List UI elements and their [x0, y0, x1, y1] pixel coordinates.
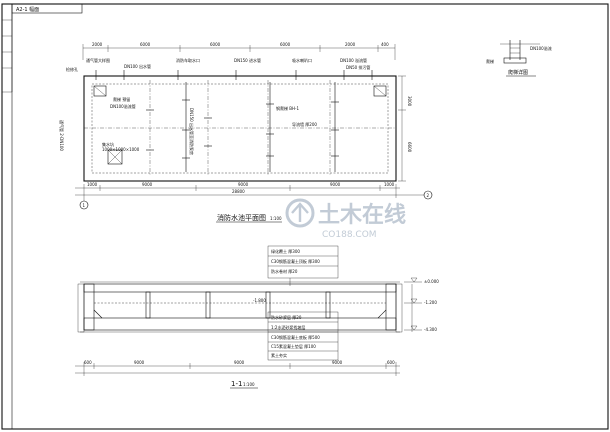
sheet-border: [1, 3, 609, 430]
left-title-strip: [1, 3, 13, 93]
section-scale: 1:100: [243, 382, 255, 387]
plan-callout: 吸水喇叭口: [292, 57, 312, 63]
plan-top-dim: 400: [381, 42, 389, 47]
pipe-risers: [146, 82, 339, 172]
sump-pit: [107, 149, 123, 165]
section-right-wall: [385, 283, 397, 331]
plan-right-dim: 6600: [407, 142, 412, 153]
svg-text:1: 1: [83, 203, 86, 208]
plan-callout: 1000×1000×1000: [102, 147, 140, 152]
plan-callout: 通气管大样图: [86, 57, 110, 63]
section-top-slab: [83, 283, 397, 293]
title-tag-box: [11, 3, 83, 14]
plan-top-dim: 2000: [345, 42, 356, 47]
detail-left-label: 爬梯: [486, 58, 494, 64]
section-level-bottom: -4.300: [424, 327, 437, 332]
svg-text:C30钢筋混凝土顶板 厚300: C30钢筋混凝土顶板 厚300: [271, 258, 320, 264]
svg-text:绿化覆土 厚300: 绿化覆土 厚300: [271, 248, 300, 254]
plan-scale: 1:100: [270, 216, 282, 221]
section-top-notes: [267, 245, 339, 279]
section-bottom-dim: 9000: [234, 360, 245, 365]
plan-callout: DN100 溢流管: [340, 57, 367, 63]
manhole-right: [373, 85, 387, 97]
plan-callout: 检修孔: [66, 66, 78, 72]
svg-text:1:2水泥砂浆找坡层: 1:2水泥砂浆找坡层: [271, 324, 305, 330]
section-bottom-dim: 9000: [134, 360, 145, 365]
plan-callout: 消防车取水口: [176, 57, 200, 63]
plan-top-dim: 2000: [92, 42, 103, 47]
pool-section: 绿化覆土 厚300 C30钢筋混凝土顶板 厚300 防水卷材 厚20 -1.80…: [75, 245, 439, 389]
plan-total-dim: 28800: [232, 189, 245, 194]
plan-title: 消防水池平面图: [217, 213, 266, 222]
section-bottom-dim: 600: [387, 360, 395, 365]
plan-callout: DN100溢流管: [110, 103, 136, 109]
manhole-left: [93, 85, 107, 97]
plan-callout: 导流墙 厚200: [292, 121, 317, 127]
section-level-water: -1.200: [424, 300, 437, 305]
svg-text:C15素混凝土垫层 厚100: C15素混凝土垫层 厚100: [271, 343, 316, 349]
svg-text:C30钢筋混凝土底板 厚500: C30钢筋混凝土底板 厚500: [271, 334, 320, 340]
plan-bottom-dim: 1000: [87, 182, 98, 187]
plan-callout: DN100 出水管: [124, 63, 151, 69]
section-guide-wall: [205, 291, 211, 319]
section-title: 1-1: [231, 380, 242, 388]
section-bottom-dim: 9000: [332, 360, 343, 365]
plan-top-dim: 6000: [280, 42, 291, 47]
section-bottom-slab: [83, 317, 397, 331]
plan-top-dim: 6000: [140, 42, 151, 47]
plan-bottom-dim: 9000: [142, 182, 153, 187]
pool-inner-wall: [91, 83, 389, 174]
svg-text:素土夯实: 素土夯实: [271, 352, 287, 358]
plan-callout: DN150 出水管至消防泵房: [189, 108, 195, 155]
section-guide-wall: [325, 291, 331, 319]
section-bottom-notes: [267, 311, 339, 361]
svg-text:防水卷材 厚20: 防水卷材 厚20: [271, 268, 298, 274]
plan-callout: 集水坑: [102, 141, 114, 147]
detail-dim-note: DN100溢流: [530, 45, 552, 51]
plan-callout: 钢爬梯 BH-1: [276, 105, 299, 111]
title-tag: A2-1 幅面: [16, 6, 39, 13]
plan-callout: 通气管 2-DN100: [59, 120, 65, 151]
watermark-en: CO188.COM: [322, 230, 377, 240]
section-bottom-dim: 600: [84, 360, 92, 365]
section-left-wall: [83, 283, 95, 331]
detail-title: 爬梯详图: [508, 69, 528, 76]
svg-text:防水砂浆层 厚20: 防水砂浆层 厚20: [271, 314, 302, 320]
svg-text:2: 2: [427, 193, 430, 198]
watermark: 土木在线 CO188.COM: [285, 198, 406, 240]
section-guide-wall: [145, 291, 151, 319]
plan-top-dim: 6000: [210, 42, 221, 47]
plan-callout: DN150 进水管: [234, 57, 261, 63]
pool-outer-wall: [83, 75, 397, 182]
plan-callout: DN50 排污管: [346, 64, 370, 70]
plan-bottom-dim: 9000: [330, 182, 341, 187]
section-wall-level: -1.800: [253, 298, 266, 303]
section-level-top: ±0.000: [424, 279, 439, 284]
plan-bottom-dim: 1000: [384, 182, 395, 187]
watermark-logo-icon: [285, 198, 315, 228]
pool-plan: 2000 6000 6000 6000 2000 400: [59, 42, 433, 223]
ladder-detail: DN100溢流 爬梯 爬梯详图: [486, 40, 552, 77]
plan-callout: 爬梯 预留: [113, 96, 130, 102]
watermark-cn: 土木在线: [318, 202, 406, 228]
plan-right-dim: 3000: [407, 96, 412, 107]
plan-bottom-dim: 9000: [238, 182, 249, 187]
